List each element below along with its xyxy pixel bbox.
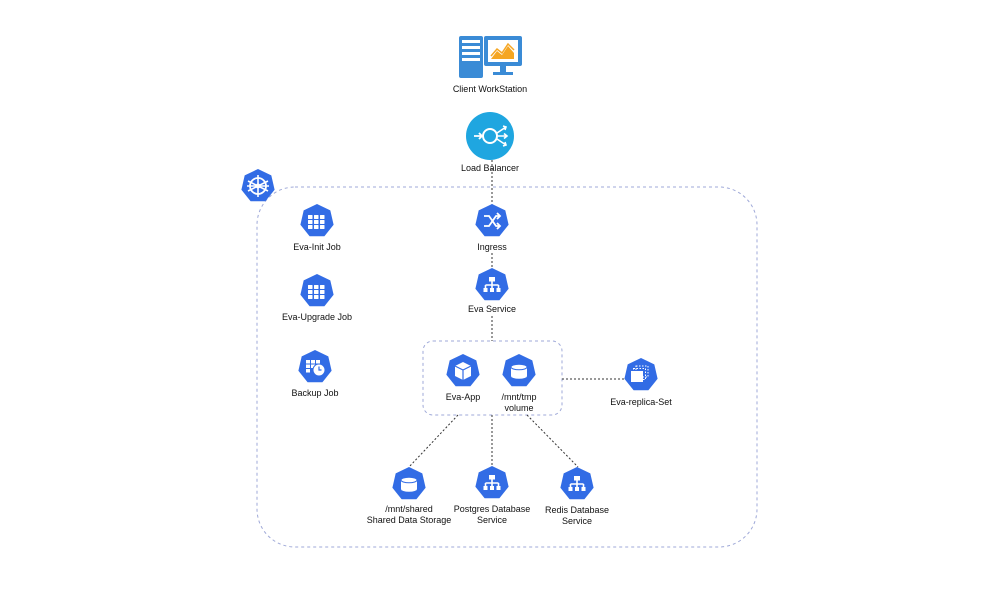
init-job-label: Eva-Init Job bbox=[293, 242, 341, 252]
backup-job-label: Backup Job bbox=[291, 388, 339, 398]
connector-pod-shared bbox=[408, 414, 459, 468]
shared-storage-type: Shared Data Storage bbox=[366, 515, 452, 525]
client-workstation-label: Client WorkStation bbox=[452, 84, 528, 94]
upgrade-job-label: Eva-Upgrade Job bbox=[281, 312, 353, 322]
volume-icon bbox=[502, 354, 536, 387]
shared-storage-path: /mnt/shared bbox=[385, 504, 433, 514]
load-balancer-label: Load Balancer bbox=[460, 163, 520, 173]
service-icon bbox=[475, 466, 509, 499]
job-icon bbox=[300, 274, 334, 307]
postgres-service-type: Service bbox=[476, 515, 507, 525]
ingress-icon bbox=[475, 204, 509, 237]
workstation-icon bbox=[459, 36, 522, 78]
cronjob-icon bbox=[298, 350, 332, 383]
replica-set-icon bbox=[624, 358, 658, 391]
service-icon bbox=[475, 268, 509, 301]
tmp-volume-path: /mnt/tmp bbox=[501, 392, 537, 402]
tmp-volume-type: volume bbox=[504, 403, 534, 413]
redis-service-type: Service bbox=[561, 516, 592, 526]
eva-app-label: Eva-App bbox=[445, 392, 481, 402]
kubernetes-helm-icon bbox=[241, 169, 275, 202]
pod-icon bbox=[446, 354, 480, 387]
redis-service-label: Redis Database Service bbox=[502, 505, 652, 527]
redis-service-name: Redis Database bbox=[544, 505, 610, 515]
tmp-volume-label: /mnt/tmp volume bbox=[444, 392, 594, 414]
volume-icon bbox=[392, 467, 426, 500]
eva-service-label: Eva Service bbox=[467, 304, 517, 314]
service-icon bbox=[560, 467, 594, 500]
job-icon bbox=[300, 204, 334, 237]
connectors bbox=[408, 160, 625, 468]
ingress-label: Ingress bbox=[477, 242, 507, 252]
load-balancer-icon bbox=[466, 112, 514, 160]
connector-pod-redis bbox=[526, 414, 579, 468]
replica-set-label: Eva-replica-Set bbox=[610, 397, 672, 407]
postgres-service-label: Postgres Database Service bbox=[417, 504, 567, 526]
shared-storage-label: /mnt/shared Shared Data Storage bbox=[334, 504, 484, 526]
cluster-boundary bbox=[256, 186, 758, 548]
postgres-service-name: Postgres Database bbox=[453, 504, 531, 514]
